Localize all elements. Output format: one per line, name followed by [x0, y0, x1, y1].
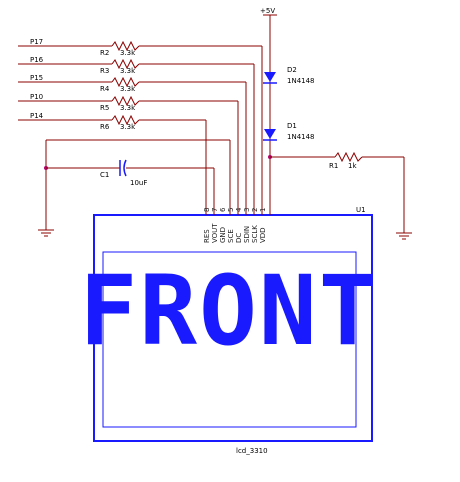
resistor-symbol — [111, 95, 140, 107]
ground-net — [38, 139, 231, 237]
diode-part: 1N4148 — [287, 133, 315, 141]
resistor-value: 3.3k — [120, 49, 136, 57]
diode-ref: D2 — [287, 66, 297, 74]
resistor-r1: R1 1k — [268, 151, 412, 240]
pin-number: 4 — [235, 207, 243, 212]
pin-name: RES — [203, 229, 211, 243]
pin-name: SDIN — [243, 226, 251, 243]
net-p14: P14 R6 3.3k — [18, 112, 207, 205]
resistor-symbol — [111, 58, 140, 70]
resistor-value: 3.3k — [120, 85, 136, 93]
component-part: lcd_3310 — [236, 447, 268, 455]
pin-name: DC — [235, 233, 243, 243]
net-label: P16 — [30, 56, 44, 64]
lcd-screen — [102, 251, 357, 428]
pin-number: 5 — [227, 208, 235, 212]
pin-number: 7 — [211, 208, 219, 212]
pin-number: 2 — [251, 208, 259, 212]
pin-name: VOUT — [211, 223, 219, 243]
diode-symbol — [264, 129, 276, 139]
capacitor-c1: C1 10uF — [100, 159, 215, 205]
diode-symbol — [264, 72, 276, 82]
resistor-value: 1k — [348, 162, 357, 170]
capacitor-plate — [123, 159, 127, 177]
pin-name: SCE — [227, 229, 235, 243]
resistor-value: 3.3k — [120, 67, 136, 75]
net-p17: P17 R2 3.3k — [18, 38, 263, 205]
resistor-value: 3.3k — [120, 123, 136, 131]
net-p10: P10 R5 3.3k — [18, 93, 239, 205]
ground-symbol — [396, 232, 412, 240]
power-label: +5V — [260, 7, 275, 15]
resistor-ref: R1 — [329, 162, 338, 170]
capacitor-ref: C1 — [100, 171, 109, 179]
resistor-ref: R5 — [100, 104, 109, 112]
pin-number: 6 — [219, 207, 227, 212]
resistor-symbol — [334, 151, 363, 163]
resistor-symbol — [111, 40, 140, 52]
pin-name: VDD — [259, 227, 267, 243]
lcd-screen-text: FRONT — [80, 255, 379, 367]
pin-name: GND — [219, 227, 227, 243]
net-p16: P16 R3 3.3k — [18, 56, 255, 205]
diode-d2: D2 1N4148 — [263, 66, 315, 85]
resistor-symbol — [111, 114, 140, 126]
resistor-symbol — [111, 76, 140, 88]
net-label: P14 — [30, 112, 44, 120]
resistor-value: 3.3k — [120, 104, 136, 112]
diode-ref: D1 — [287, 122, 297, 130]
resistor-ref: R6 — [100, 123, 110, 131]
net-p15: P15 R4 3.3k — [18, 74, 247, 205]
net-label: P15 — [30, 74, 43, 82]
pin-name: SCLK — [251, 225, 259, 243]
capacitor-value: 10uF — [130, 179, 147, 187]
power-supply: +5V — [260, 7, 277, 215]
diode-d1: D1 1N4148 — [263, 122, 315, 141]
net-label: P17 — [30, 38, 43, 46]
ground-symbol — [38, 229, 54, 237]
net-label: P10 — [30, 93, 43, 101]
pin-number: 1 — [259, 208, 267, 212]
pin-number: 8 — [203, 208, 211, 212]
resistor-ref: R2 — [100, 49, 109, 57]
diode-part: 1N4148 — [287, 77, 315, 85]
lcd-module: FRONT U1 lcd_3310 8 7 6 5 4 3 2 1 RES VO… — [80, 205, 379, 455]
pin-number: 3 — [243, 208, 251, 212]
resistor-ref: R4 — [100, 85, 110, 93]
resistor-ref: R3 — [100, 67, 109, 75]
component-ref: U1 — [356, 206, 366, 214]
